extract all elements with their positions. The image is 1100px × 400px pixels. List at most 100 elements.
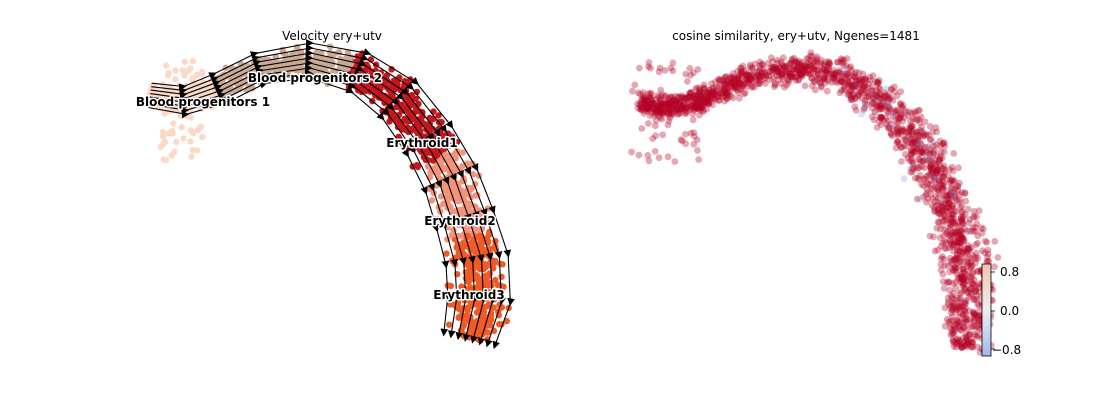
cosine-panel-title: cosine similarity, ery+utv, Ngenes=1481: [672, 29, 920, 43]
cell-point: [801, 82, 809, 90]
cell-point: [948, 330, 956, 337]
cell-point: [956, 229, 963, 237]
cell-point: [967, 290, 975, 297]
cell-point: [801, 62, 808, 69]
cell-point: [666, 109, 673, 117]
cell-point: [754, 71, 762, 79]
cell-point: [832, 78, 839, 86]
cell-point: [841, 80, 848, 87]
cell-point: [640, 92, 647, 100]
cell-point: [942, 200, 950, 208]
cell-point: [954, 244, 962, 252]
cell-point: [665, 107, 673, 115]
cell-point: [767, 67, 775, 75]
cell-point: [443, 250, 450, 257]
cell-point: [634, 105, 642, 112]
cell-point: [825, 66, 833, 74]
cell-point: [695, 97, 702, 104]
velocity-panel: Velocity ery+utv Blood progenitors 2 Blo…: [134, 29, 515, 350]
cell-point: [804, 69, 812, 77]
cell-point: [956, 294, 964, 302]
cell-point: [787, 59, 795, 67]
velocity-panel-title: Velocity ery+utv: [282, 29, 382, 43]
cell-point: [498, 273, 505, 280]
cell-point: [913, 195, 921, 203]
cell-point: [846, 87, 854, 95]
cell-point: [961, 268, 968, 276]
cell-point: [465, 262, 473, 269]
cell-point: [793, 69, 800, 76]
cell-point: [968, 262, 976, 270]
cell-point: [796, 70, 803, 78]
cell-point: [870, 100, 878, 107]
cell-point: [958, 344, 966, 351]
cell-point: [659, 109, 667, 117]
cell-point: [964, 245, 972, 252]
cell-point: [947, 218, 955, 226]
cell-point: [649, 99, 657, 107]
cell-point: [628, 148, 635, 156]
cell-point: [923, 157, 930, 165]
cell-point: [936, 210, 944, 218]
cell-point: [961, 307, 969, 315]
cell-point: [696, 87, 703, 94]
cell-point: [408, 127, 415, 134]
cell-point: [769, 64, 776, 71]
cell-point: [959, 311, 967, 319]
cell-point: [751, 73, 759, 81]
cell-point: [792, 76, 800, 84]
cell-point: [704, 97, 712, 105]
cell-point: [851, 82, 859, 90]
cell-point: [951, 264, 959, 272]
cell-point: [965, 288, 972, 296]
cell-point: [772, 65, 780, 73]
cell-point: [696, 89, 703, 96]
cell-point: [994, 254, 1002, 261]
cell-point: [957, 239, 964, 247]
cell-point: [181, 58, 188, 65]
cell-point: [938, 253, 946, 260]
cell-point: [948, 239, 956, 246]
cell-point: [951, 220, 959, 227]
cell-point: [941, 139, 948, 147]
cell-point: [918, 123, 925, 131]
cell-point: [959, 213, 967, 221]
cell-point: [964, 245, 971, 252]
cell-point: [800, 64, 807, 71]
cell-point: [882, 114, 890, 122]
cell-point: [693, 102, 701, 110]
cell-point: [961, 298, 969, 306]
cell-point: [486, 270, 493, 277]
cell-point: [667, 64, 675, 72]
cell-point: [991, 263, 998, 271]
cell-point: [766, 68, 773, 76]
cell-point: [178, 124, 185, 131]
cell-point: [952, 278, 959, 286]
cell-point: [671, 158, 679, 165]
streamline: [148, 73, 452, 337]
cell-point: [952, 256, 959, 264]
cell-point: [866, 77, 874, 84]
cell-point: [872, 96, 879, 104]
cell-point: [695, 84, 703, 92]
cell-point: [946, 230, 954, 238]
cell-point: [809, 69, 817, 76]
cell-point: [688, 88, 695, 96]
cell-point: [771, 81, 779, 89]
cell-point: [187, 114, 195, 121]
cell-point: [972, 228, 979, 235]
cell-point: [908, 109, 916, 117]
cell-point: [957, 227, 965, 235]
cell-point: [162, 62, 170, 69]
cell-point: [639, 103, 647, 111]
cell-point: [926, 232, 934, 240]
cell-point: [497, 260, 504, 268]
cell-point: [180, 135, 187, 142]
cell-point: [722, 73, 730, 80]
cell-point: [769, 58, 776, 65]
cell-point: [643, 104, 651, 111]
cell-point: [683, 107, 691, 115]
cell-point: [735, 75, 743, 83]
cell-point: [861, 103, 869, 110]
